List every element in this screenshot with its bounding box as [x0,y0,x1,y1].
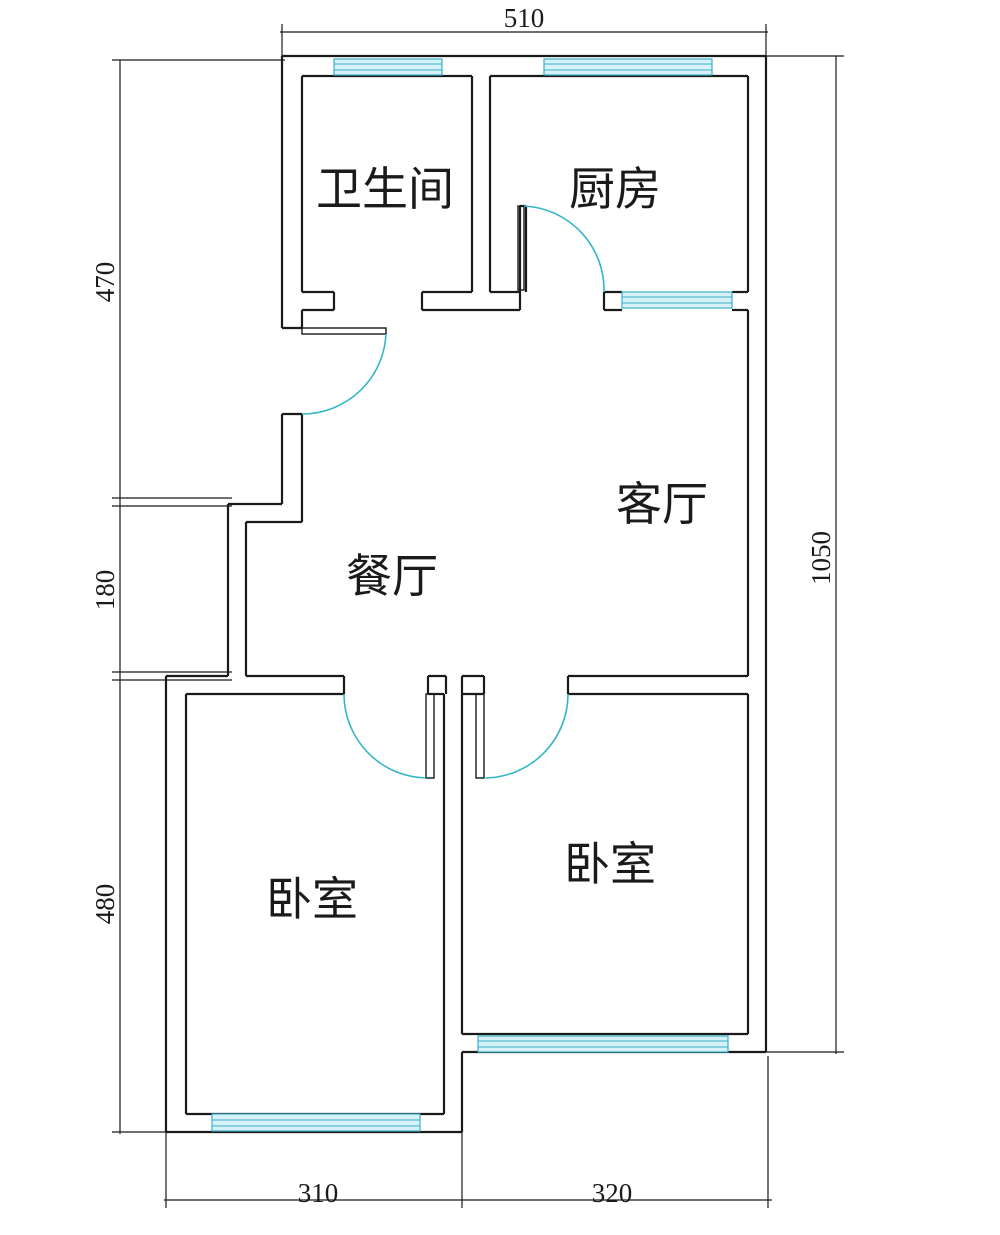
bathroom-label: 卫生间 [316,162,454,216]
dimension-labels: 510 470 180 480 1050 310 320 [90,3,836,1208]
kitchen-door-swing [523,205,605,293]
dim-bottom-right: 320 [592,1178,633,1208]
dim-bottom-left: 310 [298,1178,339,1208]
room-labels: 卫生间 厨房 客厅 餐厅 卧室 卧室 [266,162,708,926]
dining-room-label: 餐厅 [346,549,438,603]
walls [164,54,768,1134]
kitchen-bottom-window [621,291,733,309]
living-room-label: 客厅 [616,477,708,531]
bedroom-right-window [477,1035,729,1053]
dim-top-width: 510 [504,3,545,33]
bedroom-left-door-swing [343,693,427,779]
kitchen-top-window [543,58,713,76]
bedroom-left-label: 卧室 [266,872,358,926]
bedroom-right-label: 卧室 [564,837,656,891]
dimension-lines [112,24,844,1208]
dim-left-lower: 480 [90,884,120,925]
kitchen-label: 厨房 [569,162,661,216]
bathroom-window [333,58,443,76]
dim-left-middle: 180 [90,570,120,611]
bedroom-right-door-swing [483,693,569,779]
entry-door-swing [301,333,387,415]
dim-right-total: 1050 [806,531,836,585]
bedroom-left-window [211,1113,421,1132]
door-swings [301,205,605,779]
windows [211,58,733,1132]
dim-left-upper: 470 [90,262,120,303]
